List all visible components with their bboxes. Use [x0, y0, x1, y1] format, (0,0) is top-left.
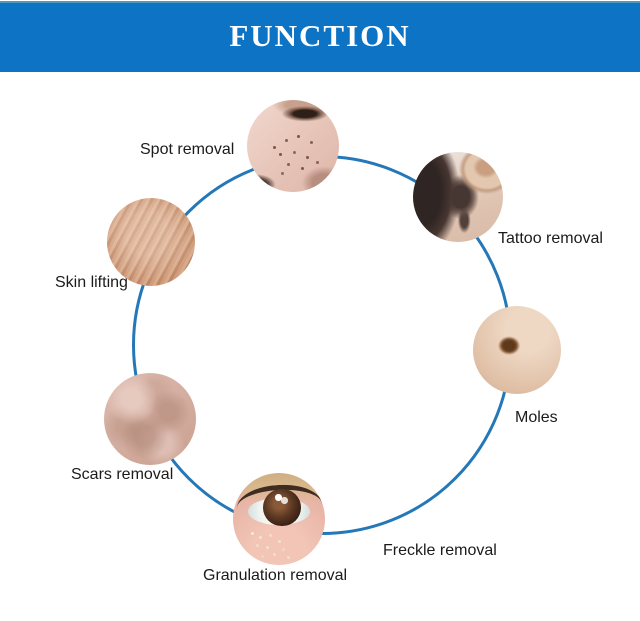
freckle-removal-photo	[393, 443, 483, 533]
skin-lifting-label: Skin lifting	[55, 274, 128, 291]
page-title: FUNCTION	[229, 18, 411, 53]
moles-label: Moles	[515, 409, 558, 426]
skin-lifting-photo	[107, 198, 195, 286]
spot-removal-photo	[247, 100, 339, 192]
spot-dots-detail	[273, 146, 276, 149]
granulation-removal-label: Granulation removal	[203, 567, 348, 584]
granulation-bumps-detail	[251, 531, 255, 535]
scars-removal-photo	[104, 373, 196, 465]
tattoo-removal-photo	[413, 152, 503, 242]
granulation-removal-photo	[233, 473, 325, 565]
freckle-removal-label: Freckle removal	[383, 542, 497, 559]
eye-highlight-detail	[275, 494, 282, 501]
function-banner: FUNCTION	[0, 1, 640, 72]
tattoo-removal-label: Tattoo removal	[498, 230, 603, 247]
scars-removal-label: Scars removal	[71, 466, 174, 483]
spot-removal-label: Spot removal	[140, 141, 235, 158]
eye-iris-detail	[263, 488, 302, 527]
moles-photo	[473, 306, 561, 394]
